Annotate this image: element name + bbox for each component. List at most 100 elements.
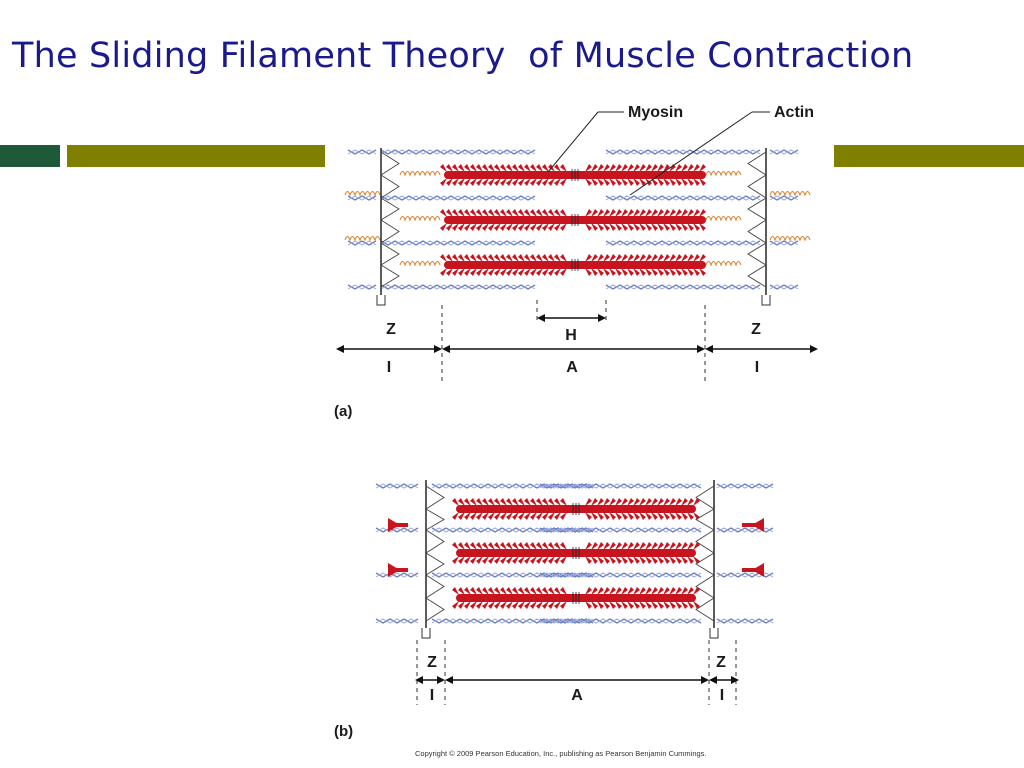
myosin-head (645, 601, 652, 609)
myosin-head (591, 587, 598, 595)
myosin-head (458, 601, 465, 609)
myosin-head (554, 268, 561, 276)
actin-filament (347, 240, 377, 246)
myosin-head (548, 209, 555, 217)
myosin-head (524, 601, 531, 609)
myosin-head (554, 542, 561, 550)
myosin-head (639, 498, 646, 506)
myosin-head (554, 556, 561, 564)
myosin-head (458, 512, 465, 520)
myosin-head (627, 223, 634, 231)
actin-callout-line (629, 111, 753, 196)
myosin-head (518, 587, 525, 595)
actin-filament-strand (769, 195, 799, 201)
actin-filament-strand (375, 572, 419, 578)
myosin-head (494, 512, 501, 520)
myosin-head (476, 164, 483, 172)
actin-filament (605, 149, 761, 155)
z-disc-truss (695, 485, 715, 510)
actin-filament-strand (716, 483, 774, 489)
myosin-head (452, 498, 459, 506)
myosin-head (591, 223, 598, 231)
myosin-head (548, 542, 555, 550)
adjacent-myosin-end (742, 568, 762, 572)
myosin-head (675, 268, 682, 276)
myosin-head (464, 556, 471, 564)
myosin-head (446, 223, 453, 231)
myosin-head (681, 209, 688, 217)
myosin-head (536, 164, 543, 172)
z-disc-truss (380, 219, 400, 244)
myosin-head (560, 268, 567, 276)
myosin-head (681, 601, 688, 609)
myosin-head (452, 209, 459, 217)
myosin-head (669, 254, 676, 262)
titin-spring (705, 260, 742, 267)
myosin-head (615, 164, 622, 172)
myosin-head (530, 254, 537, 262)
myosin-head (645, 498, 652, 506)
myosin-head (645, 512, 652, 520)
myosin-head (446, 254, 453, 262)
myosin-head (657, 542, 664, 550)
myosin-head (464, 587, 471, 595)
myosin-head (615, 223, 622, 231)
myosin-head (452, 164, 459, 172)
myosin-head (506, 268, 513, 276)
myosin-head (488, 178, 495, 186)
myosin-head (542, 601, 549, 609)
myosin-head (645, 268, 652, 276)
myosin-head (687, 542, 694, 550)
myosin-head (500, 223, 507, 231)
titin-spring (399, 260, 441, 267)
myosin-head (488, 254, 495, 262)
myosin-head (657, 601, 664, 609)
myosin-head (675, 223, 682, 231)
myosin-head (470, 498, 477, 506)
myosin-head (687, 601, 694, 609)
titin-spring (705, 215, 742, 222)
myosin-head (500, 601, 507, 609)
myosin-head (651, 556, 658, 564)
myosin-head (506, 209, 513, 217)
myosin-head (542, 587, 549, 595)
myosin-head (621, 223, 628, 231)
myosin-head (585, 223, 592, 231)
myosin-head (554, 209, 561, 217)
myosin-head (693, 601, 700, 609)
actin-filament-strand (716, 618, 774, 624)
z-disc-truss (425, 552, 445, 576)
actin-filament (605, 195, 761, 201)
myosin-head (591, 209, 598, 217)
myosin-head (621, 512, 628, 520)
myosin-head (615, 498, 622, 506)
myosin-head (621, 498, 628, 506)
myosin-head (699, 164, 706, 172)
myosin-head (440, 268, 447, 276)
myosin-head (530, 164, 537, 172)
myosin-head (609, 223, 616, 231)
myosin-head (518, 601, 525, 609)
actin-filament (375, 572, 419, 578)
myosin-head (518, 542, 525, 550)
myosin-head (651, 254, 658, 262)
myosin-head (482, 254, 489, 262)
myosin-head (633, 178, 640, 186)
panel-a-tag: (a) (334, 403, 352, 420)
myosin-callout-label: Myosin (628, 104, 683, 121)
myosin-head (518, 498, 525, 506)
myosin-head (681, 178, 688, 186)
myosin-head (639, 164, 646, 172)
myosin-head (500, 254, 507, 262)
z-disc-truss (425, 597, 445, 622)
myosin-head (639, 512, 646, 520)
myosin-head (476, 556, 483, 564)
myosin-head (476, 254, 483, 262)
actin-filament (769, 240, 799, 246)
myosin-head (530, 498, 537, 506)
myosin-head (542, 164, 549, 172)
myosin-head (687, 164, 694, 172)
myosin-head (609, 556, 616, 564)
myosin-head (506, 601, 513, 609)
